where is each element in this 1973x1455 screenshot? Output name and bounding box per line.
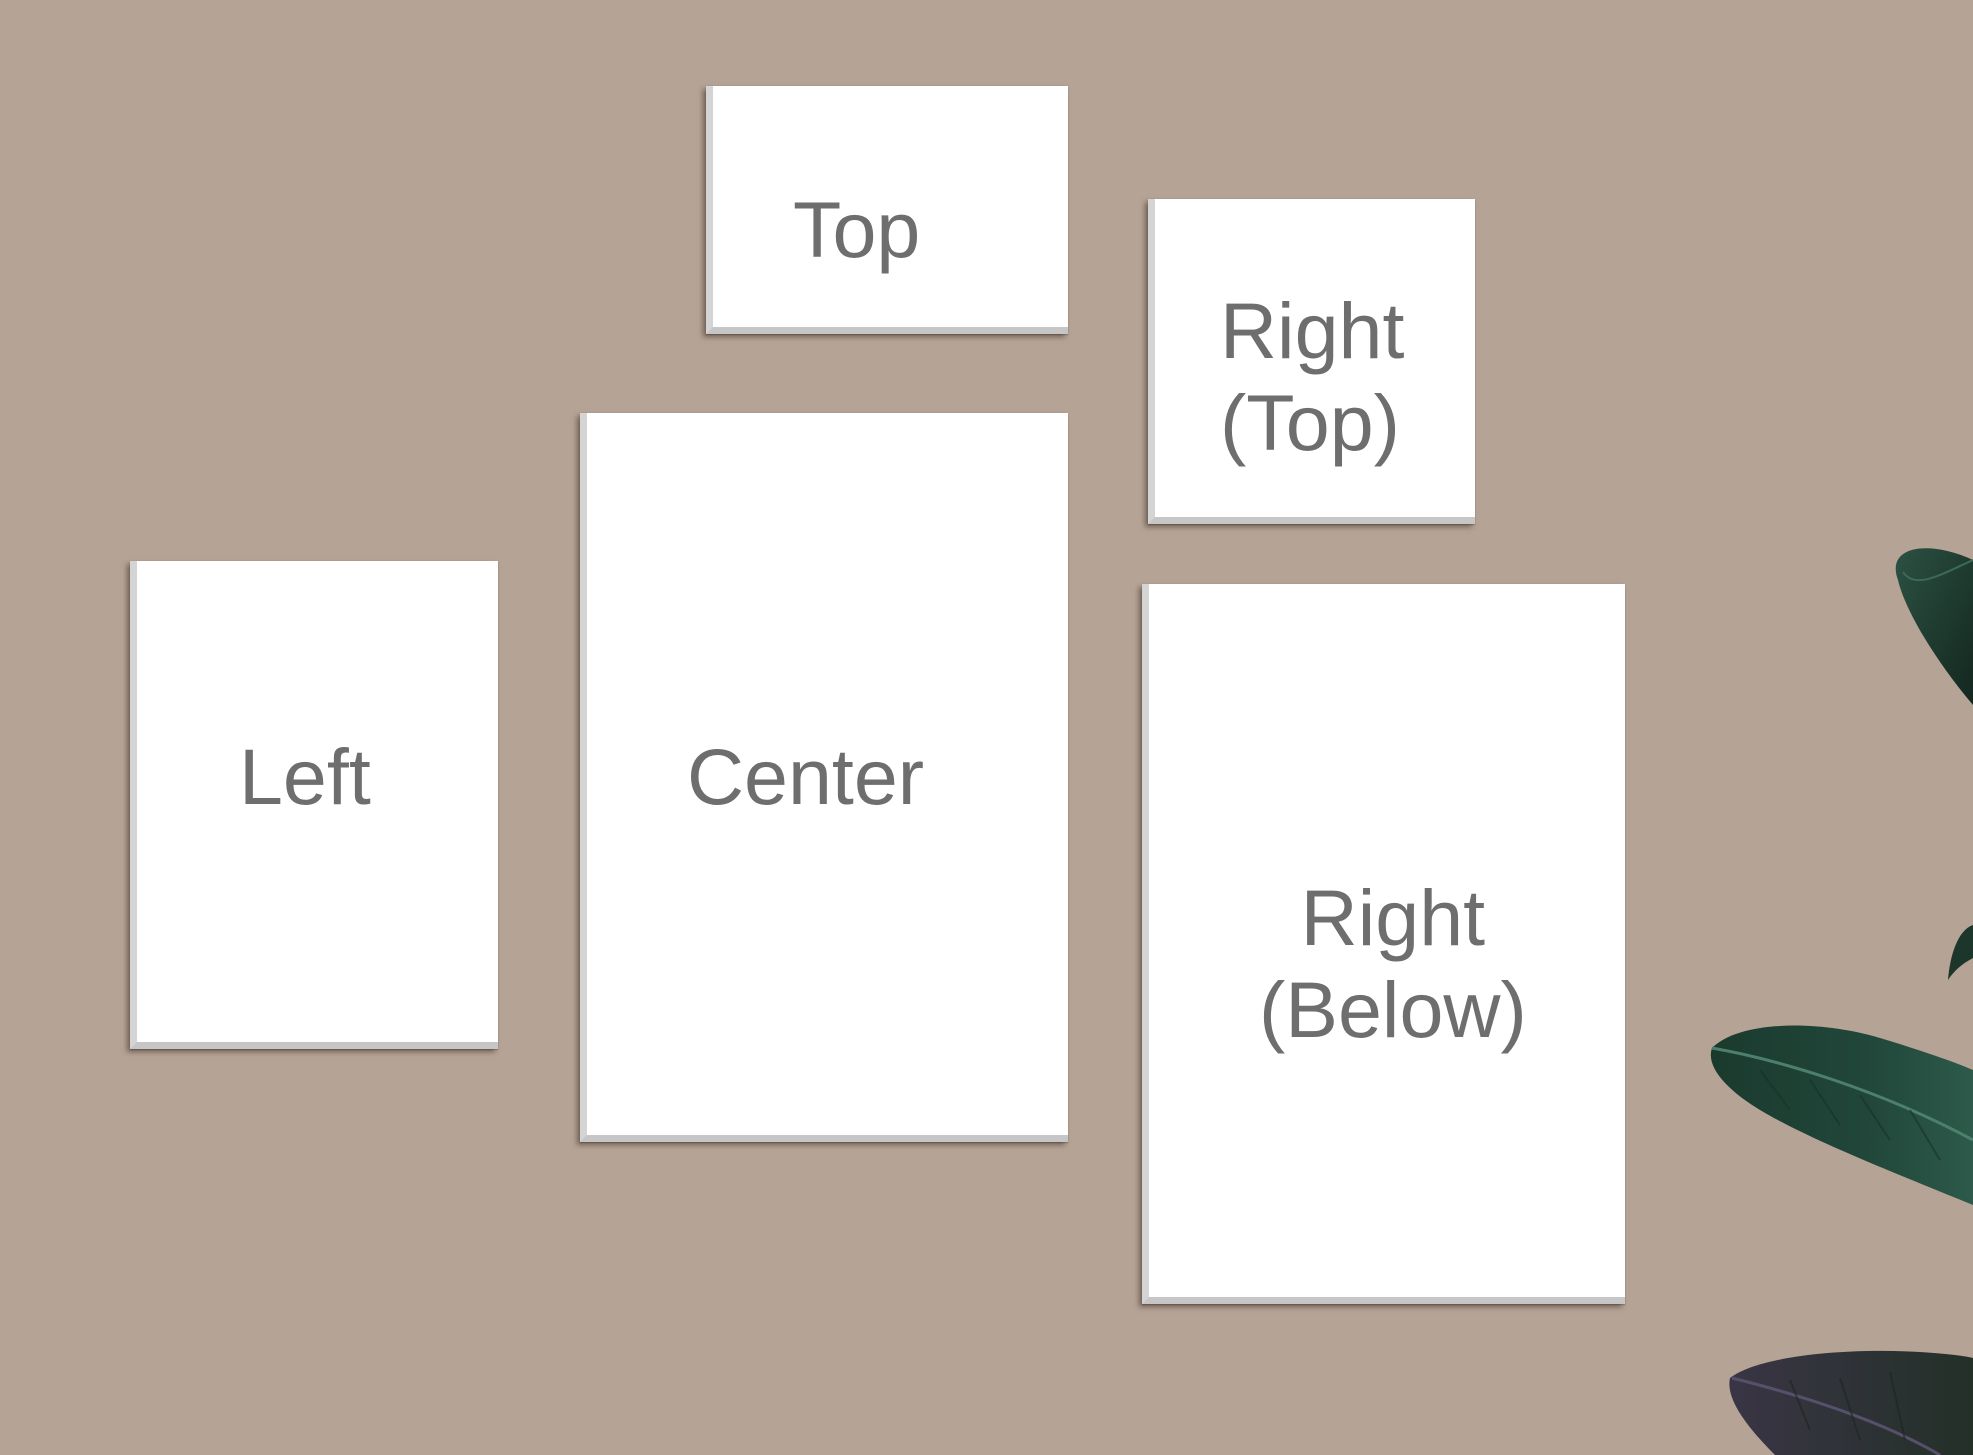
canvas-right-top-label: Right (Top) [1220, 286, 1405, 467]
canvas-center-label: Center [687, 732, 925, 821]
canvas-left-label: Left [239, 732, 371, 821]
canvas-center[interactable]: Center [580, 413, 1068, 1142]
canvas-right-below[interactable]: Right (Below) [1142, 584, 1625, 1304]
canvas-top[interactable]: Top [706, 86, 1068, 334]
canvas-right-below-label: Right (Below) [1259, 873, 1527, 1054]
canvas-right-top[interactable]: Right (Top) [1148, 199, 1475, 524]
canvas-left[interactable]: Left [130, 561, 498, 1049]
canvas-top-label: Top [793, 185, 921, 274]
